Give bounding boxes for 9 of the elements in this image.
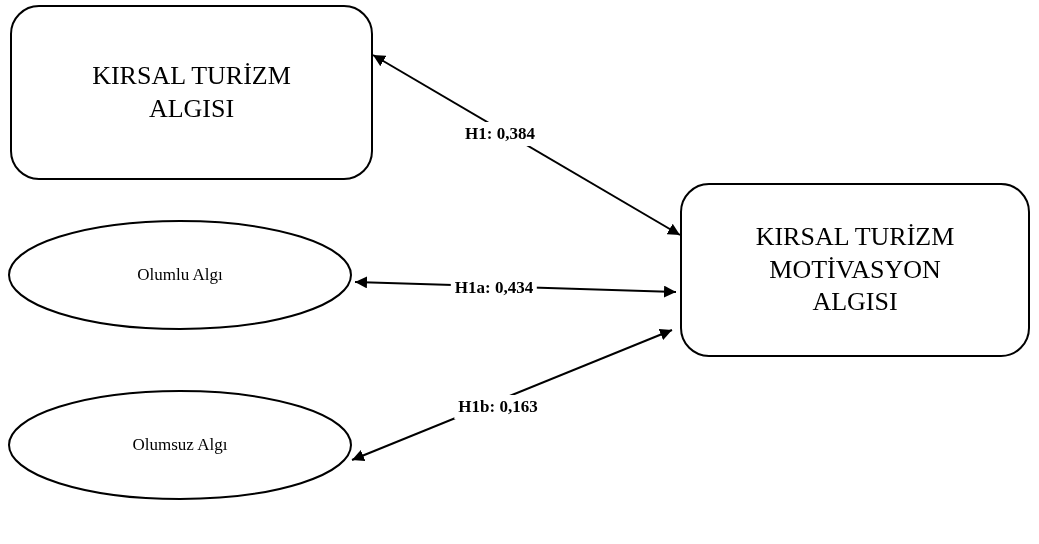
node-label: KIRSAL TURİZM ALGISI xyxy=(91,60,292,125)
construct-ellipse xyxy=(8,220,352,330)
concept-box xyxy=(10,5,373,180)
arrow xyxy=(372,54,681,236)
concept-box xyxy=(680,183,1030,357)
node-label: KIRSAL TURİZM MOTİVASYON ALGISI xyxy=(754,221,956,319)
node-label: Olumlu Algı xyxy=(137,264,223,286)
node-label: Olumsuz Algı xyxy=(132,434,228,456)
construct-ellipse xyxy=(8,390,352,500)
